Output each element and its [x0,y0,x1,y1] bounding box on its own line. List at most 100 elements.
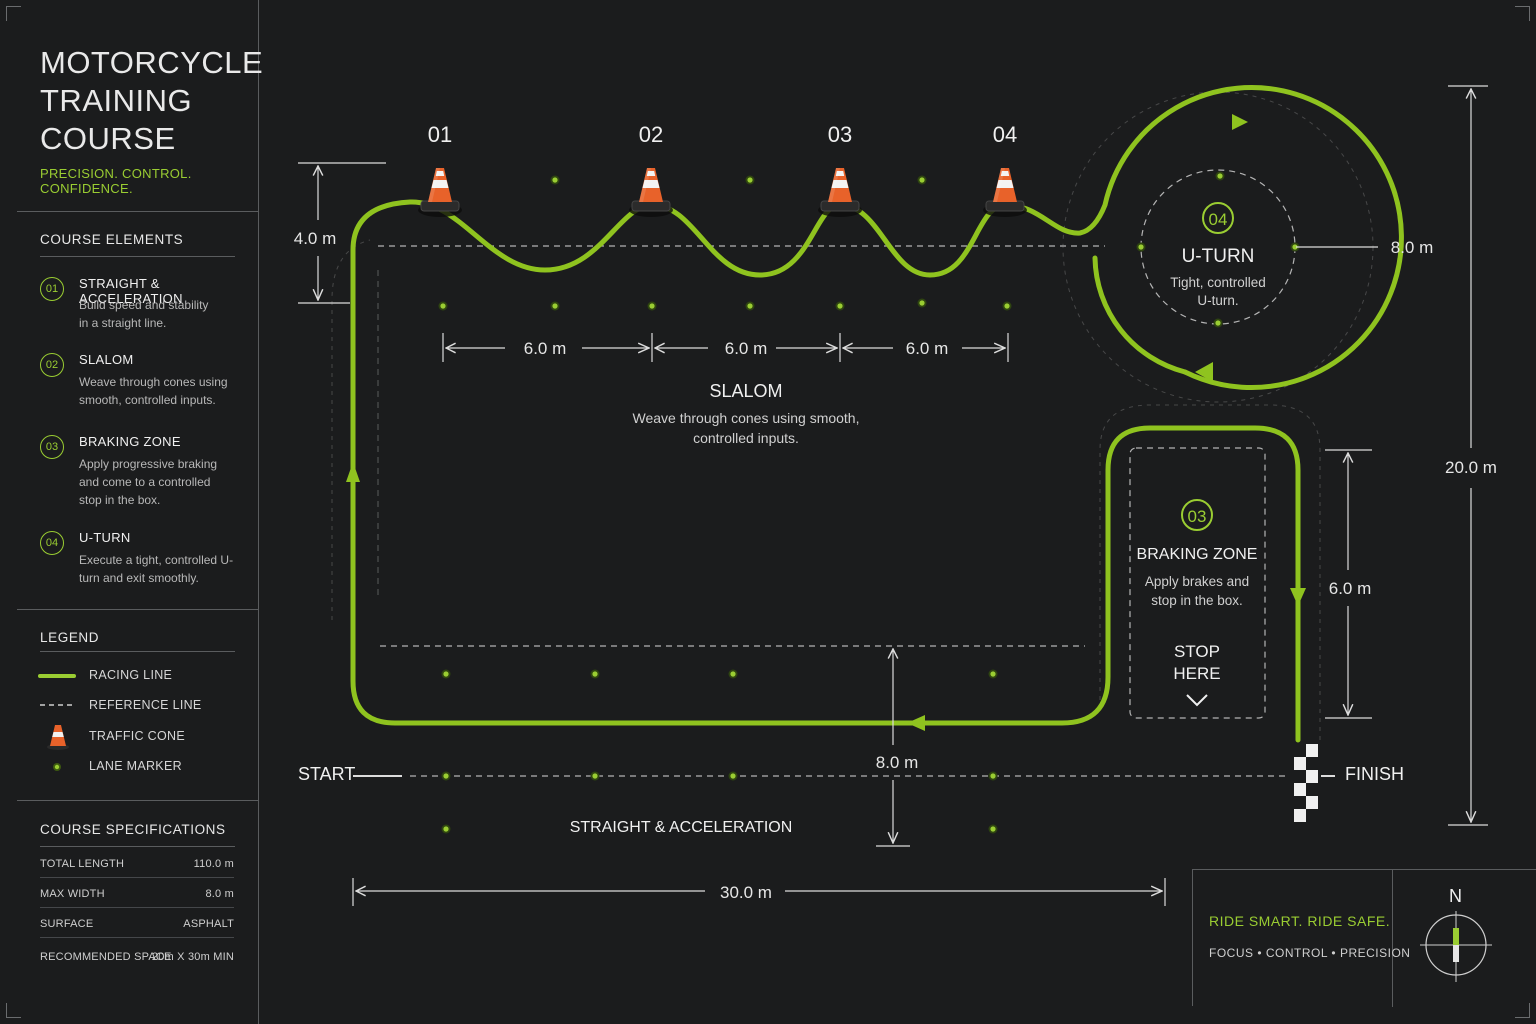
dim-braking-length: 6.0 m [1329,579,1372,598]
cone-04 [982,167,1028,218]
slalom-desc-line: Weave through cones using smooth, [633,410,860,426]
footer-slogan: RIDE SMART. RIDE SAFE. [1209,913,1391,929]
page-title: MOTORCYCLE TRAINING COURSE [40,44,263,158]
heading-rule [40,846,235,847]
dim-cone-spacing-2: 6.0 m [725,339,768,358]
direction-arrows [346,114,1306,731]
spec-value: 20m X 30m MIN [151,951,234,963]
spec-row: TOTAL LENGTH 110.0 m [40,858,234,878]
element-badge-01: 01 [40,277,64,301]
lane-marker-icon [53,763,61,771]
spec-label: RECOMMENDED SPACE [40,951,172,963]
spec-value: ASPHALT [183,918,234,930]
compass-north-label: N [1449,886,1462,906]
legend-icons [38,674,76,771]
course-elements-heading: COURSE ELEMENTS [40,232,184,247]
legend-label-lane-marker: LANE MARKER [89,759,182,773]
frame-corner [6,1003,21,1018]
element-desc-uturn: Execute a tight, controlled U-turn and e… [79,553,234,585]
straight-label: STRAIGHT & ACCELERATION [570,819,793,836]
element-desc-braking: Apply progressive braking and come to a … [79,457,218,507]
arrow-left [907,715,925,731]
slalom-title: SLALOM [709,381,782,401]
spec-value: 8.0 m [205,888,234,900]
braking-box [1129,447,1266,719]
cone-number-04: 04 [993,122,1017,147]
lane-markers [438,171,1300,834]
tagline: PRECISION. CONTROL. CONFIDENCE. [40,166,192,196]
cone-01 [417,167,463,218]
uturn-desc-line: U-turn. [1197,293,1238,308]
cone-02 [628,167,674,218]
braking-desc-line: Apply brakes and [1145,574,1249,589]
dim-slalom-height: 4.0 m [294,229,337,248]
braking-desc-line: stop in the box. [1151,593,1243,608]
footer-panel [1192,869,1536,1007]
braking-title: BRAKING ZONE [1137,546,1258,563]
spec-label: MAX WIDTH [40,888,105,900]
dim-straight-width: 8.0 m [876,753,919,772]
element-desc-slalom: Weave through cones using smooth, contro… [79,375,228,407]
cone-number-03: 03 [828,122,852,147]
dim-cone-spacing-1: 6.0 m [524,339,567,358]
sidebar: MOTORCYCLE TRAINING COURSE PRECISION. CO… [0,0,263,1024]
braking-badge [1181,499,1213,531]
uturn-badge-number: 04 [1209,210,1228,229]
racing-line-main [350,85,1404,726]
dim-cone-spacing-3: 6.0 m [906,339,949,358]
section-divider [17,609,259,610]
slalom-desc-line: controlled inputs. [693,430,799,446]
spec-label: SURFACE [40,918,94,930]
racing-line [350,85,1404,743]
checkered-finish-flag [1294,744,1318,822]
heading-rule [40,651,235,652]
stop-here-line: STOP [1174,642,1220,661]
chevron-down-icon [1186,694,1208,707]
uturn-desc-line: Tight, controlled [1170,275,1266,290]
uturn-title: U-TURN [1182,246,1255,267]
start-label: START [298,764,355,784]
spec-row: SURFACE ASPHALT [40,918,234,938]
compass-icon [1420,911,1492,982]
cone-number-02: 02 [639,122,663,147]
section-divider [17,800,259,801]
cone-03 [817,167,863,218]
stop-here-line: HERE [1173,664,1220,683]
legend-heading: LEGEND [40,630,100,645]
racing-line-uturn-exit [1092,255,1188,375]
element-desc-straight: Build speed and stability in a straight … [79,298,209,330]
frame-corner [1515,1003,1530,1018]
arrow-down [1290,588,1306,606]
finish-label: FINISH [1345,764,1404,784]
element-badge-03: 03 [40,435,64,459]
frame-corner [6,6,21,21]
legend-label-reference-line: REFERENCE LINE [89,698,202,712]
racing-line-braking-approach [890,425,1301,743]
footer-subline: FOCUS • CONTROL • PRECISION [1209,946,1411,960]
dimension-lines [298,85,1488,906]
arrow-uturn-top [1232,114,1248,130]
arrow-up [346,462,360,482]
arrow-uturn-bottom [1195,362,1213,382]
cone-number-01: 01 [428,122,452,147]
spec-label: TOTAL LENGTH [40,858,125,870]
dim-total-width: 30.0 m [720,883,772,902]
spec-row: MAX WIDTH 8.0 m [40,888,234,908]
element-title-braking: BRAKING ZONE [79,434,181,449]
dim-total-height: 20.0 m [1445,458,1497,477]
dim-uturn-diameter: 8.0 m [1391,238,1434,257]
traffic-cone-icon [47,725,69,750]
footer-divider [1392,870,1393,1007]
title-line: COURSE [40,121,176,156]
spec-row: RECOMMENDED SPACE 20m X 30m MIN [40,951,234,970]
title-line: TRAINING [40,83,193,118]
element-badge-04: 04 [40,531,64,555]
legend-label-racing-line: RACING LINE [89,668,173,682]
element-badge-02: 02 [40,353,64,377]
element-title-uturn: U-TURN [79,530,131,545]
heading-rule [40,256,235,257]
braking-badge-number: 03 [1188,507,1207,526]
specs-heading: COURSE SPECIFICATIONS [40,822,226,837]
spec-value: 110.0 m [193,858,234,870]
